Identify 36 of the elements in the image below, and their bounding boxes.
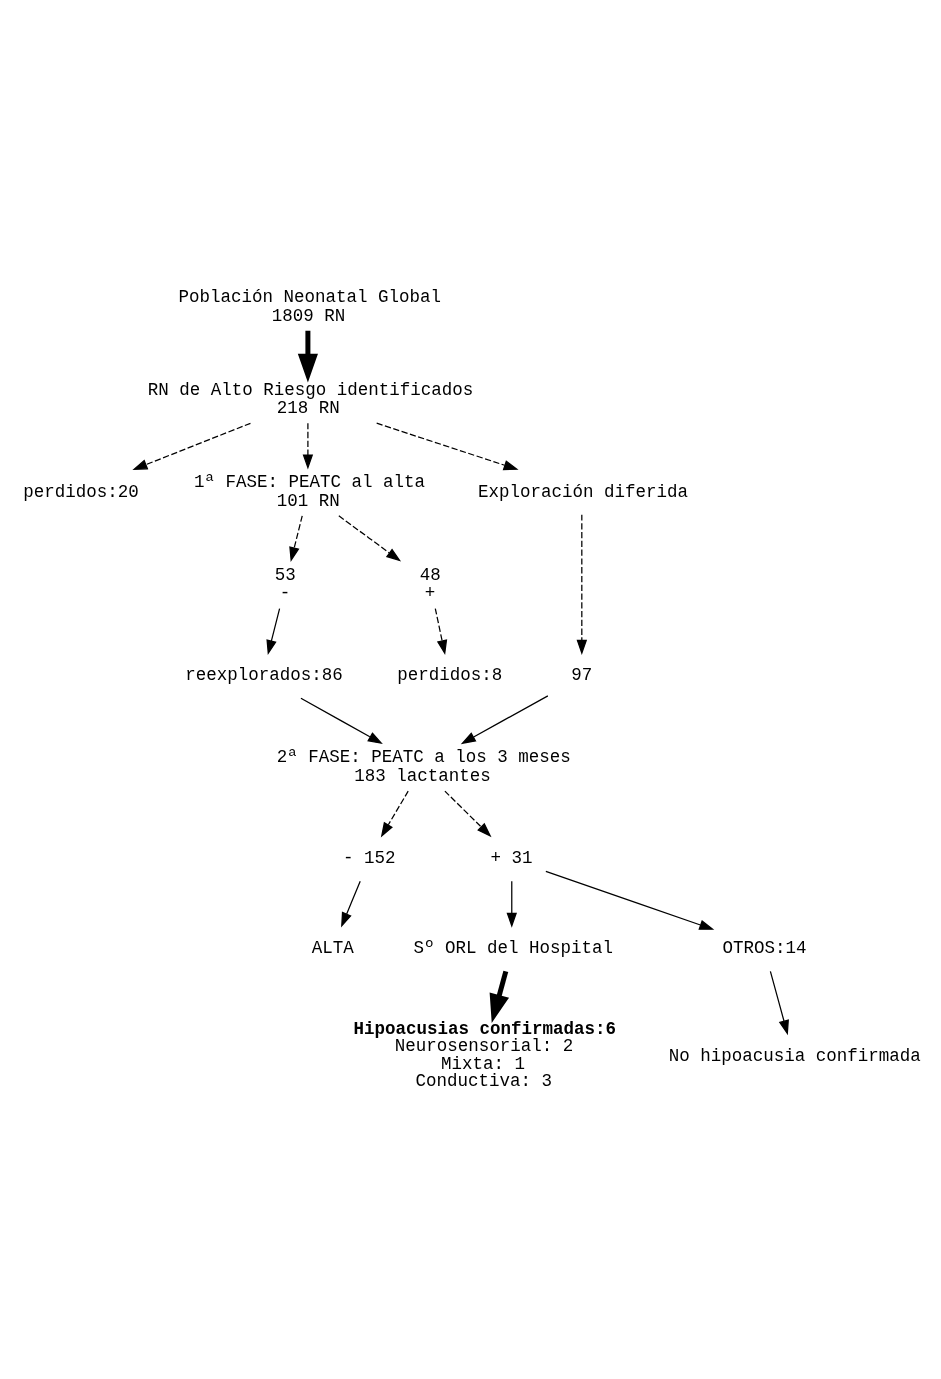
node-text: 2ª FASE: PEATC a los 3 meses 183 lactantes	[276, 747, 571, 787]
node-text: 53 -	[274, 564, 296, 604]
node-text: 97	[571, 665, 593, 686]
node-text: ALTA	[311, 938, 354, 959]
arrow	[380, 790, 409, 838]
arrow	[302, 422, 314, 470]
arrow	[506, 880, 518, 928]
node-text: - 152	[342, 847, 396, 868]
node-text: perdidos:8	[397, 665, 503, 686]
node-text: reexplorados:86	[185, 665, 343, 686]
node-text: RN de Alto Riesgo identificados 218 RN	[147, 379, 474, 419]
arrow	[576, 514, 588, 655]
arrow	[460, 695, 549, 745]
node-text: 48 +	[419, 564, 441, 604]
node-text: perdidos:20	[23, 481, 139, 502]
arrow	[300, 697, 383, 745]
arrow	[338, 515, 402, 562]
arrow	[444, 790, 492, 838]
node-text: Población Neonatal Global 1809 RN	[178, 287, 441, 326]
arrow	[341, 880, 361, 928]
arrow	[545, 870, 715, 930]
arrow	[376, 422, 519, 471]
node-text: No hipoacusia confirmada	[668, 1045, 921, 1066]
arrow	[769, 970, 789, 1036]
node-text: OTROS:14	[722, 938, 807, 959]
node-text: + 31	[490, 847, 533, 868]
arrow	[132, 422, 252, 470]
node-text: Exploración diferida	[478, 481, 689, 502]
node-text: 1ª FASE: PEATC al alta 101 RN	[194, 472, 426, 511]
arrow	[434, 607, 448, 656]
node-text: Sº ORL del Hospital	[413, 938, 614, 959]
arrow	[266, 607, 281, 656]
arrow	[297, 330, 318, 383]
arrow	[289, 515, 303, 562]
arrow	[489, 970, 510, 1023]
node-text: Hipoacusias confirmadas:6 Neurosensorial: 2 Mixta: 1 Conductiva: 3	[353, 1018, 617, 1092]
